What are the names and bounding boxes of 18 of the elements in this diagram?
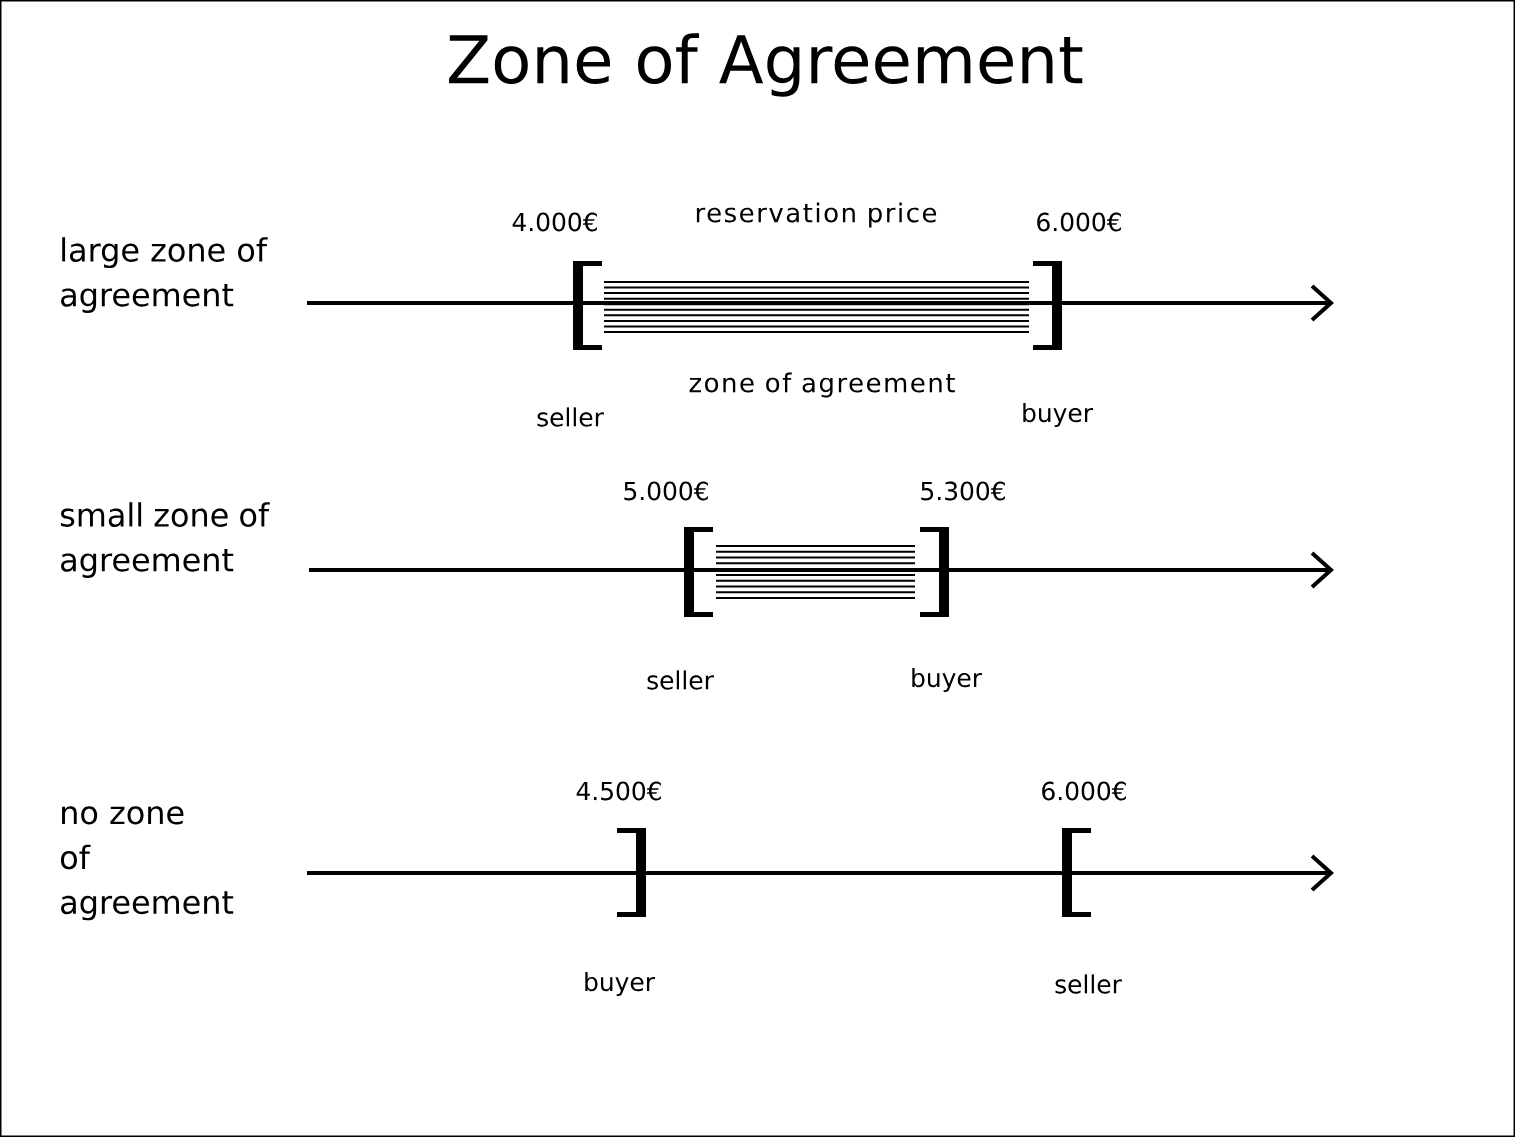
row-label: no zone of agreement	[60, 806, 234, 921]
row-label: large zone of agreement	[61, 237, 268, 313]
party-label: buyer	[585, 971, 655, 997]
price-label: 4.500€	[576, 781, 661, 801]
party-label: buyer	[1023, 402, 1093, 428]
party-label: seller	[537, 407, 604, 427]
party-label: buyer	[912, 667, 982, 693]
price-label: 6.000€	[1037, 212, 1121, 232]
title: Zone of Agreement	[449, 33, 1083, 97]
row-label: small zone of agreement	[60, 502, 270, 578]
price-label: 4.000€	[512, 212, 597, 232]
price-label: 5.300€	[921, 481, 1005, 501]
axis-caption: zone of agreement	[689, 372, 955, 398]
price-label: 6.000€	[1042, 781, 1126, 801]
party-label: seller	[1055, 974, 1122, 994]
party-label: seller	[647, 670, 714, 690]
price-label: 5.000€	[624, 481, 708, 501]
axis-caption: reservation price	[696, 202, 937, 228]
